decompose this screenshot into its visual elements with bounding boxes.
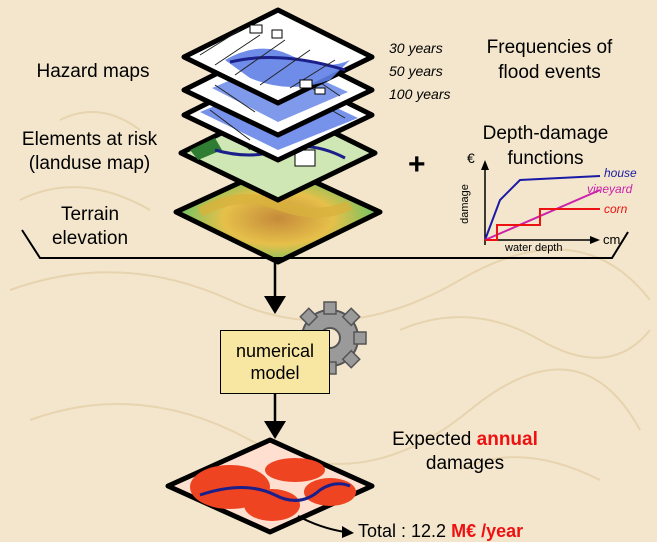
model-label-line2: model [250,363,300,383]
elevation-label: elevation [51,228,129,249]
years-label-100: 100 years [389,86,451,102]
flood-events-label: flood events [498,62,601,83]
elements-at-risk-label: Elements at risk [21,129,158,150]
series-line-house [484,175,601,241]
x-unit-label: cm [603,232,621,247]
numerical-model-box: numerical model [220,330,330,394]
total-arrow [297,515,354,538]
years-label-30: 30 years [389,40,443,56]
input-platform-bracket [21,229,629,259]
expected-annual-label: Expected annual [365,428,565,452]
legend-corn: corn [604,202,628,216]
total-label: Total : 12.2 M€ /year [358,521,523,542]
damage-map [165,437,375,535]
annual-highlight: annual [476,429,538,450]
legend-house: house [604,166,637,180]
y-unit-label: € [467,150,475,166]
terrain-label: Terrain [60,204,120,225]
flow-arrow-2 [264,394,286,439]
depth-damage-chart [481,160,601,245]
functions-label: functions [507,148,584,169]
expected-text: Expected [392,429,472,450]
y-axis-arrowhead [481,160,489,170]
series-line-vineyard [484,189,601,241]
frequencies-label: Frequencies of [486,37,613,58]
damages-label: damages [425,453,505,474]
depth-damage-label: Depth-damage [482,123,609,144]
legend-vineyard: vineyard [587,182,633,196]
flow-arrow-1 [264,262,286,314]
series-line-corn [485,208,600,241]
total-unit: M€ /year [451,521,524,541]
landuse-map-label: (landuse map) [28,153,151,174]
hazard-layer-30-years [181,7,375,106]
x-axis-arrowhead [590,236,600,244]
total-value: Total : 12.2 [358,521,447,541]
hazard-maps-label: Hazard maps [36,61,150,82]
x-axis-label: water depth [505,242,563,254]
terrain-layer [173,162,383,265]
plus-sign: + [408,148,426,181]
y-axis-label: damage [458,184,471,224]
model-label-line1: numerical [235,341,315,361]
years-label-50: 50 years [389,63,443,79]
